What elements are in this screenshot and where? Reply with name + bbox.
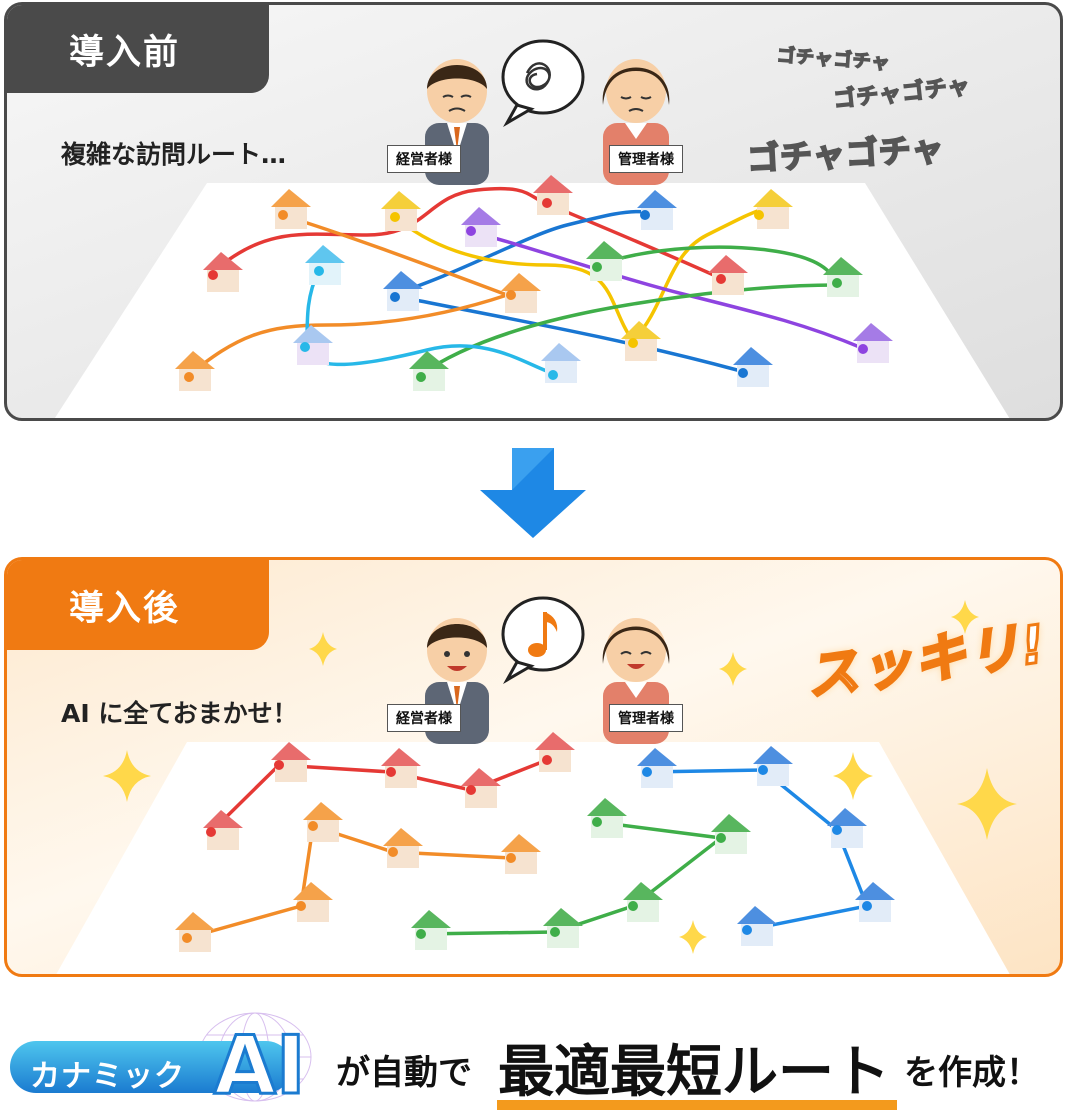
before-panel: 導入前 複雑な訪問ルート… — [4, 2, 1063, 421]
sparkle-icon — [679, 920, 707, 954]
house-icon — [535, 732, 575, 772]
executive-label: 経営者様 — [387, 704, 461, 732]
tagline: カナミック AI が自動で 最適最短ルート を作成！ — [0, 1005, 1067, 1117]
sparkle-icon — [719, 652, 747, 686]
house-icon — [293, 882, 333, 922]
house-icon — [381, 191, 421, 231]
executive-label: 経営者様 — [387, 145, 461, 173]
tagline-part1: が自動で — [336, 1053, 472, 1093]
house-icon — [409, 351, 449, 391]
kanamic-logo-pill — [10, 1041, 292, 1093]
down-arrow-icon — [480, 448, 586, 538]
before-tab: 導入前 — [7, 5, 269, 93]
sparkle-icon — [309, 632, 337, 666]
tagline-highlight: 最適最短ルート — [498, 1040, 890, 1105]
executive-figure — [425, 59, 489, 185]
house-icon — [501, 273, 541, 313]
before-caption: 複雑な訪問ルート… — [61, 140, 287, 169]
house-icon — [823, 257, 863, 297]
logo-ai: AI — [213, 1018, 308, 1114]
sparkle-icon — [957, 768, 1017, 840]
house-icon — [175, 351, 215, 391]
tagline-part2: を作成！ — [904, 1053, 1040, 1093]
sparkle-icon — [103, 750, 151, 802]
before-route-orange — [185, 213, 509, 379]
house-icon — [586, 241, 626, 281]
logo-text: カナミック — [30, 1059, 185, 1094]
manager-label: 管理者様 — [609, 145, 683, 173]
sparkle-icon — [951, 600, 979, 634]
after-panel: 導入後 AI に全ておまかせ！ — [4, 557, 1063, 977]
tagline-underline — [497, 1100, 897, 1110]
sparkle-icon — [833, 752, 873, 800]
house-icon — [623, 882, 663, 922]
house-icon — [305, 245, 345, 285]
before-route-green — [418, 245, 837, 377]
music-note-speech-bubble-icon — [501, 596, 585, 685]
before-route-blue — [389, 209, 739, 372]
before-route-dots — [184, 198, 868, 382]
after-tab: 導入後 — [7, 560, 269, 650]
manager-label: 管理者様 — [609, 704, 683, 732]
before-route-cyan — [305, 268, 554, 375]
tangled-speech-bubble-icon — [501, 39, 585, 128]
before-map — [54, 39, 1010, 418]
sparkle-icons — [103, 600, 1017, 954]
after-route-dots — [182, 755, 872, 943]
after-caption: AI に全ておまかせ！ — [61, 699, 298, 728]
house-icon — [533, 175, 573, 215]
house-icon — [708, 255, 748, 295]
